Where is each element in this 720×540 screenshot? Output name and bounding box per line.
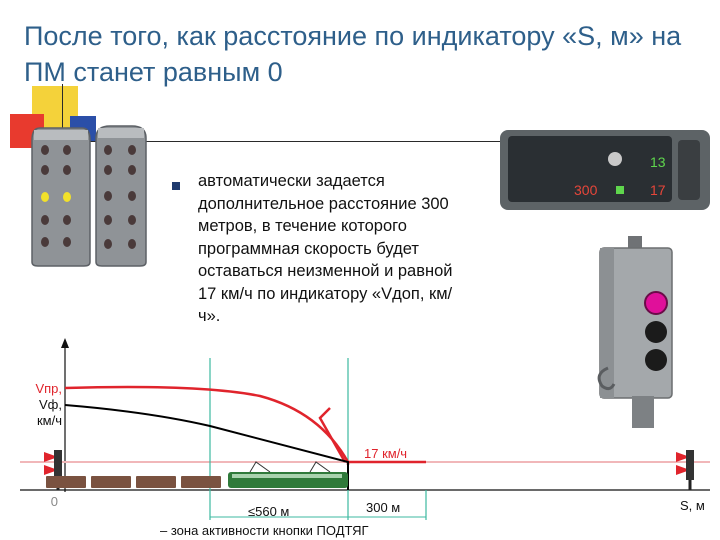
deco-line-horizontal [40, 141, 520, 142]
indicator-panel: 13 300 17 [500, 130, 710, 210]
control-box [597, 236, 673, 428]
slide-title: После того, как расстояние по индикатору… [24, 21, 682, 87]
display-value-distance: 300 [574, 182, 598, 198]
display-warning-icon [608, 152, 622, 166]
deco-line-vertical [62, 84, 63, 154]
distance-560-label: ≤560 м [248, 504, 290, 519]
x-axis-label: S, м [680, 498, 705, 513]
indicator-screen [508, 136, 672, 202]
y-axis-label-actual-speed: Vф, [39, 397, 62, 412]
panel-knob-column [678, 140, 700, 200]
display-value-top: 13 [650, 154, 666, 170]
origin-label: 0 [50, 494, 58, 509]
traffic-light-right [95, 125, 147, 267]
distance-300-label: 300 м [366, 500, 401, 515]
speed-17-label: 17 км/ч [364, 446, 408, 461]
y-axis-label-unit: км/ч [36, 413, 62, 428]
bullet-text: автоматически задается дополнительное ра… [198, 172, 453, 325]
display-value-speed: 17 [650, 182, 666, 198]
zone-caption: – зона активности кнопки ПОДТЯГ [160, 523, 369, 538]
display-green-indicator [616, 186, 624, 194]
train [46, 476, 221, 488]
locomotive [228, 461, 348, 488]
signal-right [676, 450, 694, 490]
bullet-marker [172, 182, 180, 190]
traffic-light-left [31, 127, 91, 267]
y-axis-label-program-speed: Vпр, [35, 381, 62, 396]
